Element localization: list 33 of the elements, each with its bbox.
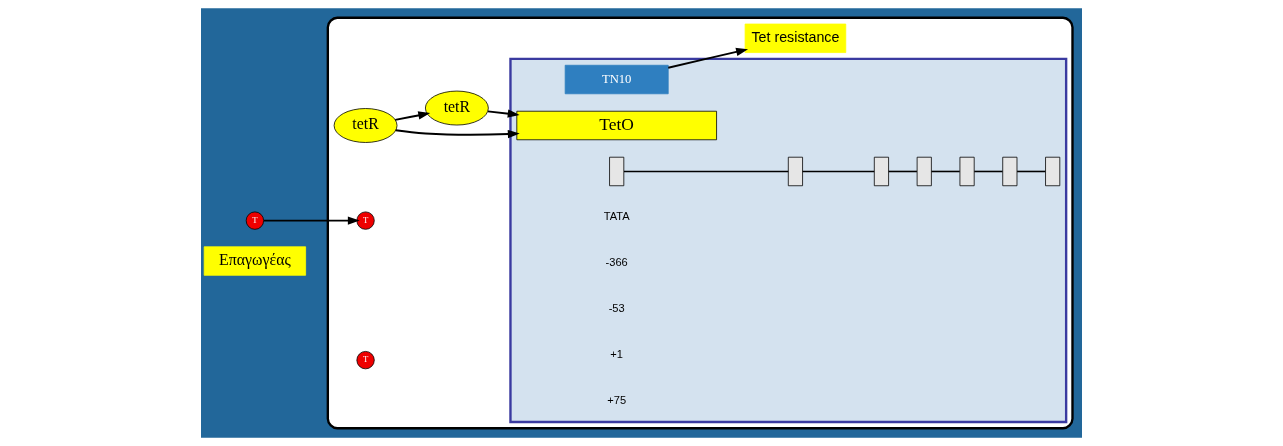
connector	[930, 170, 961, 173]
connector	[887, 170, 918, 173]
node-box	[787, 156, 803, 187]
node-box: TN10	[564, 64, 669, 95]
node-box	[916, 156, 932, 187]
node-circle: T	[245, 211, 264, 230]
label: +75	[607, 394, 627, 407]
node-box	[609, 156, 625, 187]
label: +1	[610, 348, 623, 361]
label: -53	[608, 302, 625, 315]
node-box	[873, 156, 889, 187]
arrow	[486, 109, 520, 118]
node-box	[1045, 156, 1061, 187]
node-box: TetO	[516, 110, 717, 141]
arrow	[667, 47, 748, 69]
node-ellipse: tetR	[333, 108, 398, 143]
arrow	[262, 216, 360, 225]
connector	[623, 170, 790, 173]
node-box	[959, 156, 975, 187]
node-box: Επαγωγέας	[203, 246, 307, 276]
connector	[801, 170, 876, 173]
cluster	[326, 16, 1074, 430]
node-box	[1002, 156, 1018, 187]
label: -366	[605, 256, 628, 269]
connector	[1016, 170, 1047, 173]
label: TATA	[603, 210, 630, 223]
node-circle: T	[356, 351, 375, 370]
node-circle: T	[356, 211, 375, 230]
node-ellipse: tetR	[425, 90, 489, 126]
arrow	[394, 129, 520, 139]
connector	[973, 170, 1004, 173]
node-box: Tet resistance	[744, 23, 847, 53]
arrow	[394, 111, 431, 121]
